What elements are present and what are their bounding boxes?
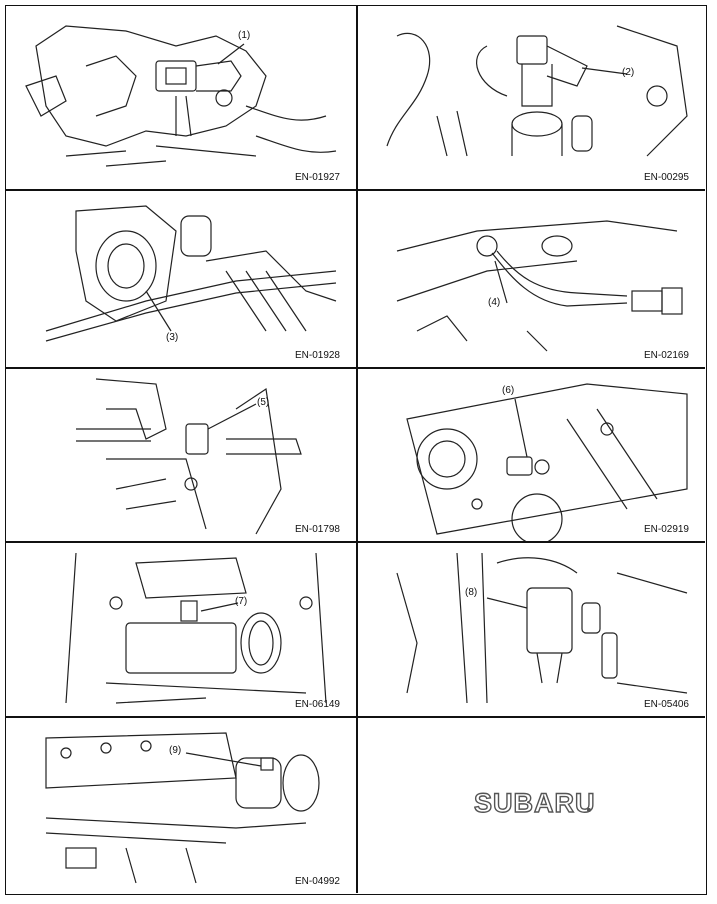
engine-illustration-4 <box>396 220 683 352</box>
subaru-logo: SUBARU <box>473 787 596 818</box>
callout-label: (6) <box>502 385 515 396</box>
figure-code: EN-01927 <box>294 172 340 183</box>
row-divider <box>6 541 705 543</box>
figure-code: EN-01798 <box>294 524 340 535</box>
callout-label: (3) <box>166 332 179 343</box>
figure-code: EN-05406 <box>643 699 689 710</box>
engine-illustration-1 <box>25 25 337 167</box>
callout-label: (7) <box>235 596 248 607</box>
figure-grid: (1) EN-01927 (2) EN-00295 <box>5 5 707 895</box>
callout-label: (1) <box>238 30 251 41</box>
logo-panel: SUBARU <box>357 718 705 893</box>
engine-illustration-7 <box>65 552 327 704</box>
engine-illustration-6 <box>406 383 688 541</box>
figure-code: EN-04992 <box>294 876 340 887</box>
figure-panel-6: (6) EN-02919 <box>357 369 705 541</box>
callout-label: (4) <box>488 297 501 308</box>
column-divider <box>356 6 358 893</box>
engine-illustration-3 <box>45 205 337 342</box>
figure-code: EN-06149 <box>294 699 340 710</box>
callout-label: (9) <box>169 745 182 756</box>
figure-panel-3: (3) EN-01928 <box>6 191 356 367</box>
engine-illustration-2 <box>386 25 688 157</box>
row-divider <box>6 189 705 191</box>
figure-panel-7: (7) EN-06149 <box>6 543 356 716</box>
logo-period <box>587 808 591 812</box>
callout-label: (5) <box>257 397 270 408</box>
figure-panel-8: (8) EN-05406 <box>357 543 705 716</box>
figure-code: EN-01928 <box>294 350 340 361</box>
callout-label: (2) <box>622 67 635 78</box>
row-divider <box>6 716 705 718</box>
figure-panel-9: (9) EN-04992 <box>6 718 356 893</box>
engine-illustration-9 <box>45 732 320 884</box>
figure-panel-1: (1) EN-01927 <box>6 6 356 189</box>
engine-illustration-8 <box>396 552 688 704</box>
callout-label: (8) <box>465 587 478 598</box>
figure-panel-2: (2) EN-00295 <box>357 6 705 189</box>
figure-code: EN-00295 <box>643 172 689 183</box>
row-divider <box>6 367 705 369</box>
engine-illustration-5 <box>76 378 302 535</box>
figure-panel-4: (4) EN-02169 <box>357 191 705 367</box>
figure-code: EN-02169 <box>643 350 689 361</box>
figure-code: EN-02919 <box>643 524 689 535</box>
figure-panel-5: (5) EN-01798 <box>6 369 356 541</box>
